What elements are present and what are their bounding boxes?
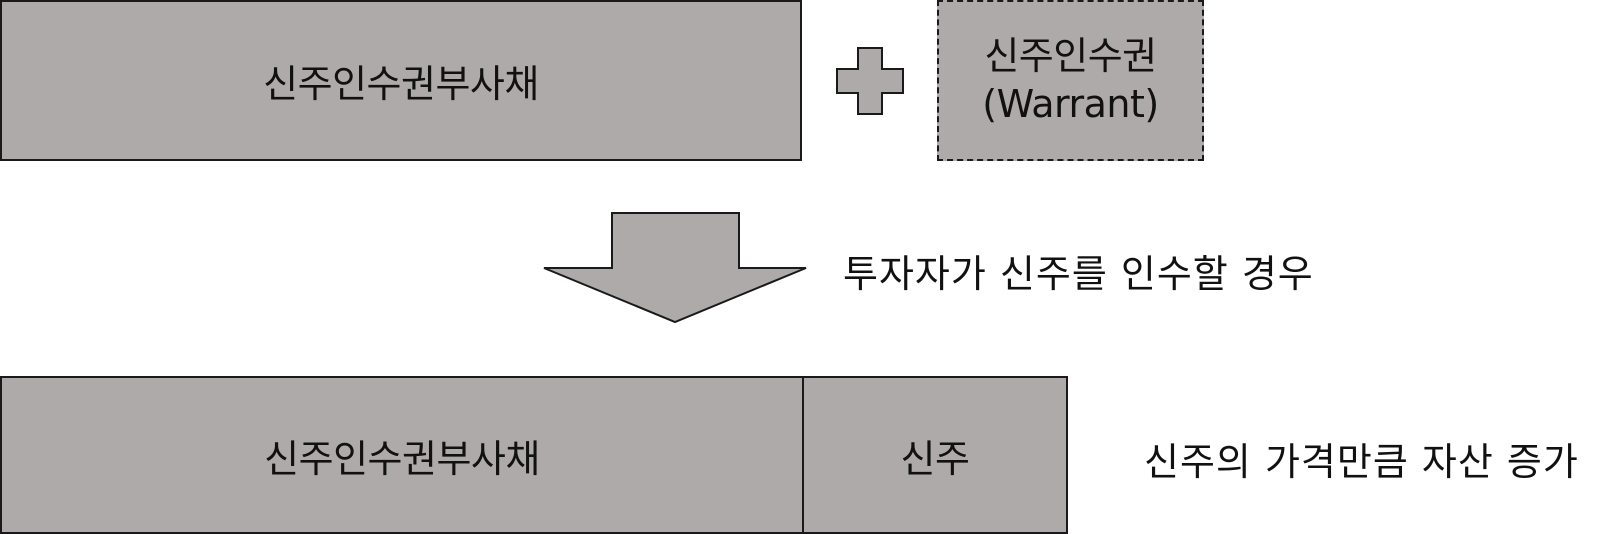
bond-label-top: 신주인수권부사채: [263, 62, 539, 106]
warrant-box: 신주인수권 (Warrant): [937, 0, 1204, 161]
new-share-label: 신주: [900, 436, 970, 481]
warrant-sublabel: (Warrant): [982, 81, 1159, 126]
bond-box-top: 신주인수권부사채: [0, 0, 802, 161]
warrant-label: 신주인수권: [984, 34, 1157, 78]
plus-icon: [836, 47, 904, 115]
transition-note: 투자자가 신주를 인수할 경우: [843, 252, 1314, 296]
bond-box-bottom: 신주인수권부사채: [0, 376, 804, 534]
asset-increase-note: 신주의 가격만큼 자산 증가: [1144, 440, 1579, 484]
down-arrow-icon: [543, 212, 807, 324]
new-share-box: 신주: [802, 376, 1068, 534]
bond-label-bottom: 신주인수권부사채: [264, 436, 540, 481]
